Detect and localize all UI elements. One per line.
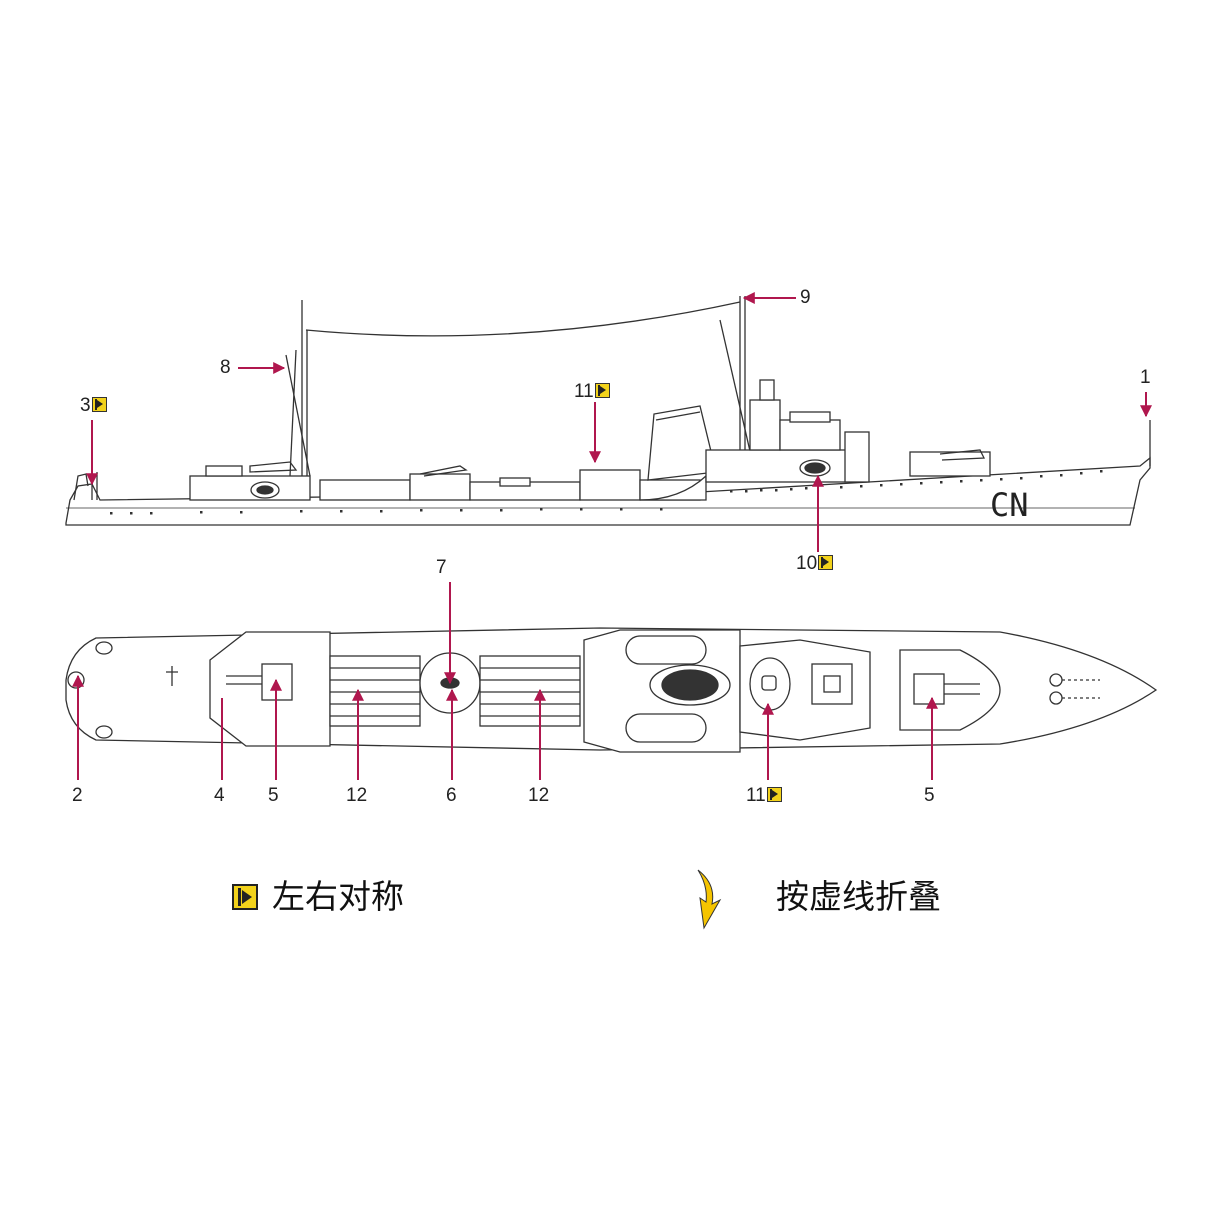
- symmetric-symbol-icon: [818, 555, 834, 570]
- fold-arrow-icon: [697, 869, 722, 930]
- callout-label-11-text: 11: [574, 381, 594, 402]
- callout-label-2: 2: [72, 785, 83, 806]
- callout-label-1: 1: [1140, 367, 1151, 388]
- callout-label-10-text: 10: [796, 553, 818, 574]
- callout-label-3-text: 3: [80, 395, 91, 416]
- legend-fold-text: 按虚线折叠: [776, 877, 941, 916]
- side-profile: [65, 296, 1151, 526]
- callout-label-4: 4: [214, 785, 225, 806]
- symmetric-legend-icon: [232, 884, 258, 910]
- callout-label-11-plan: 11: [746, 786, 782, 805]
- callout-label-12-fwd: 12: [528, 785, 550, 806]
- callout-label-8: 8: [220, 357, 231, 378]
- callout-label-6: 6: [446, 785, 457, 806]
- callout-label-9: 9: [800, 287, 811, 308]
- plan-leaders: [72, 582, 938, 780]
- symmetric-symbol-icon: [766, 787, 782, 802]
- callout-label-5-aft: 5: [268, 785, 279, 806]
- symmetric-symbol-icon: [91, 397, 107, 412]
- callout-label-11-plan-text: 11: [746, 785, 766, 806]
- callout-label-12-aft: 12: [346, 785, 368, 806]
- callout-label-3: 3: [80, 396, 107, 415]
- callout-label-10: 10: [796, 553, 834, 574]
- callout-label-5-fwd: 5: [924, 785, 935, 806]
- callout-label-11-profile: 11: [574, 382, 610, 401]
- legend-symmetric-text: 左右对称: [272, 877, 404, 916]
- portholes: [110, 470, 1103, 515]
- funnel: [647, 405, 717, 481]
- symmetric-symbol-icon: [594, 383, 610, 398]
- hull-marking: CN: [990, 486, 1029, 524]
- profile-leaders: [86, 292, 1152, 552]
- plan-view: [65, 627, 1158, 753]
- callout-label-7: 7: [436, 557, 447, 578]
